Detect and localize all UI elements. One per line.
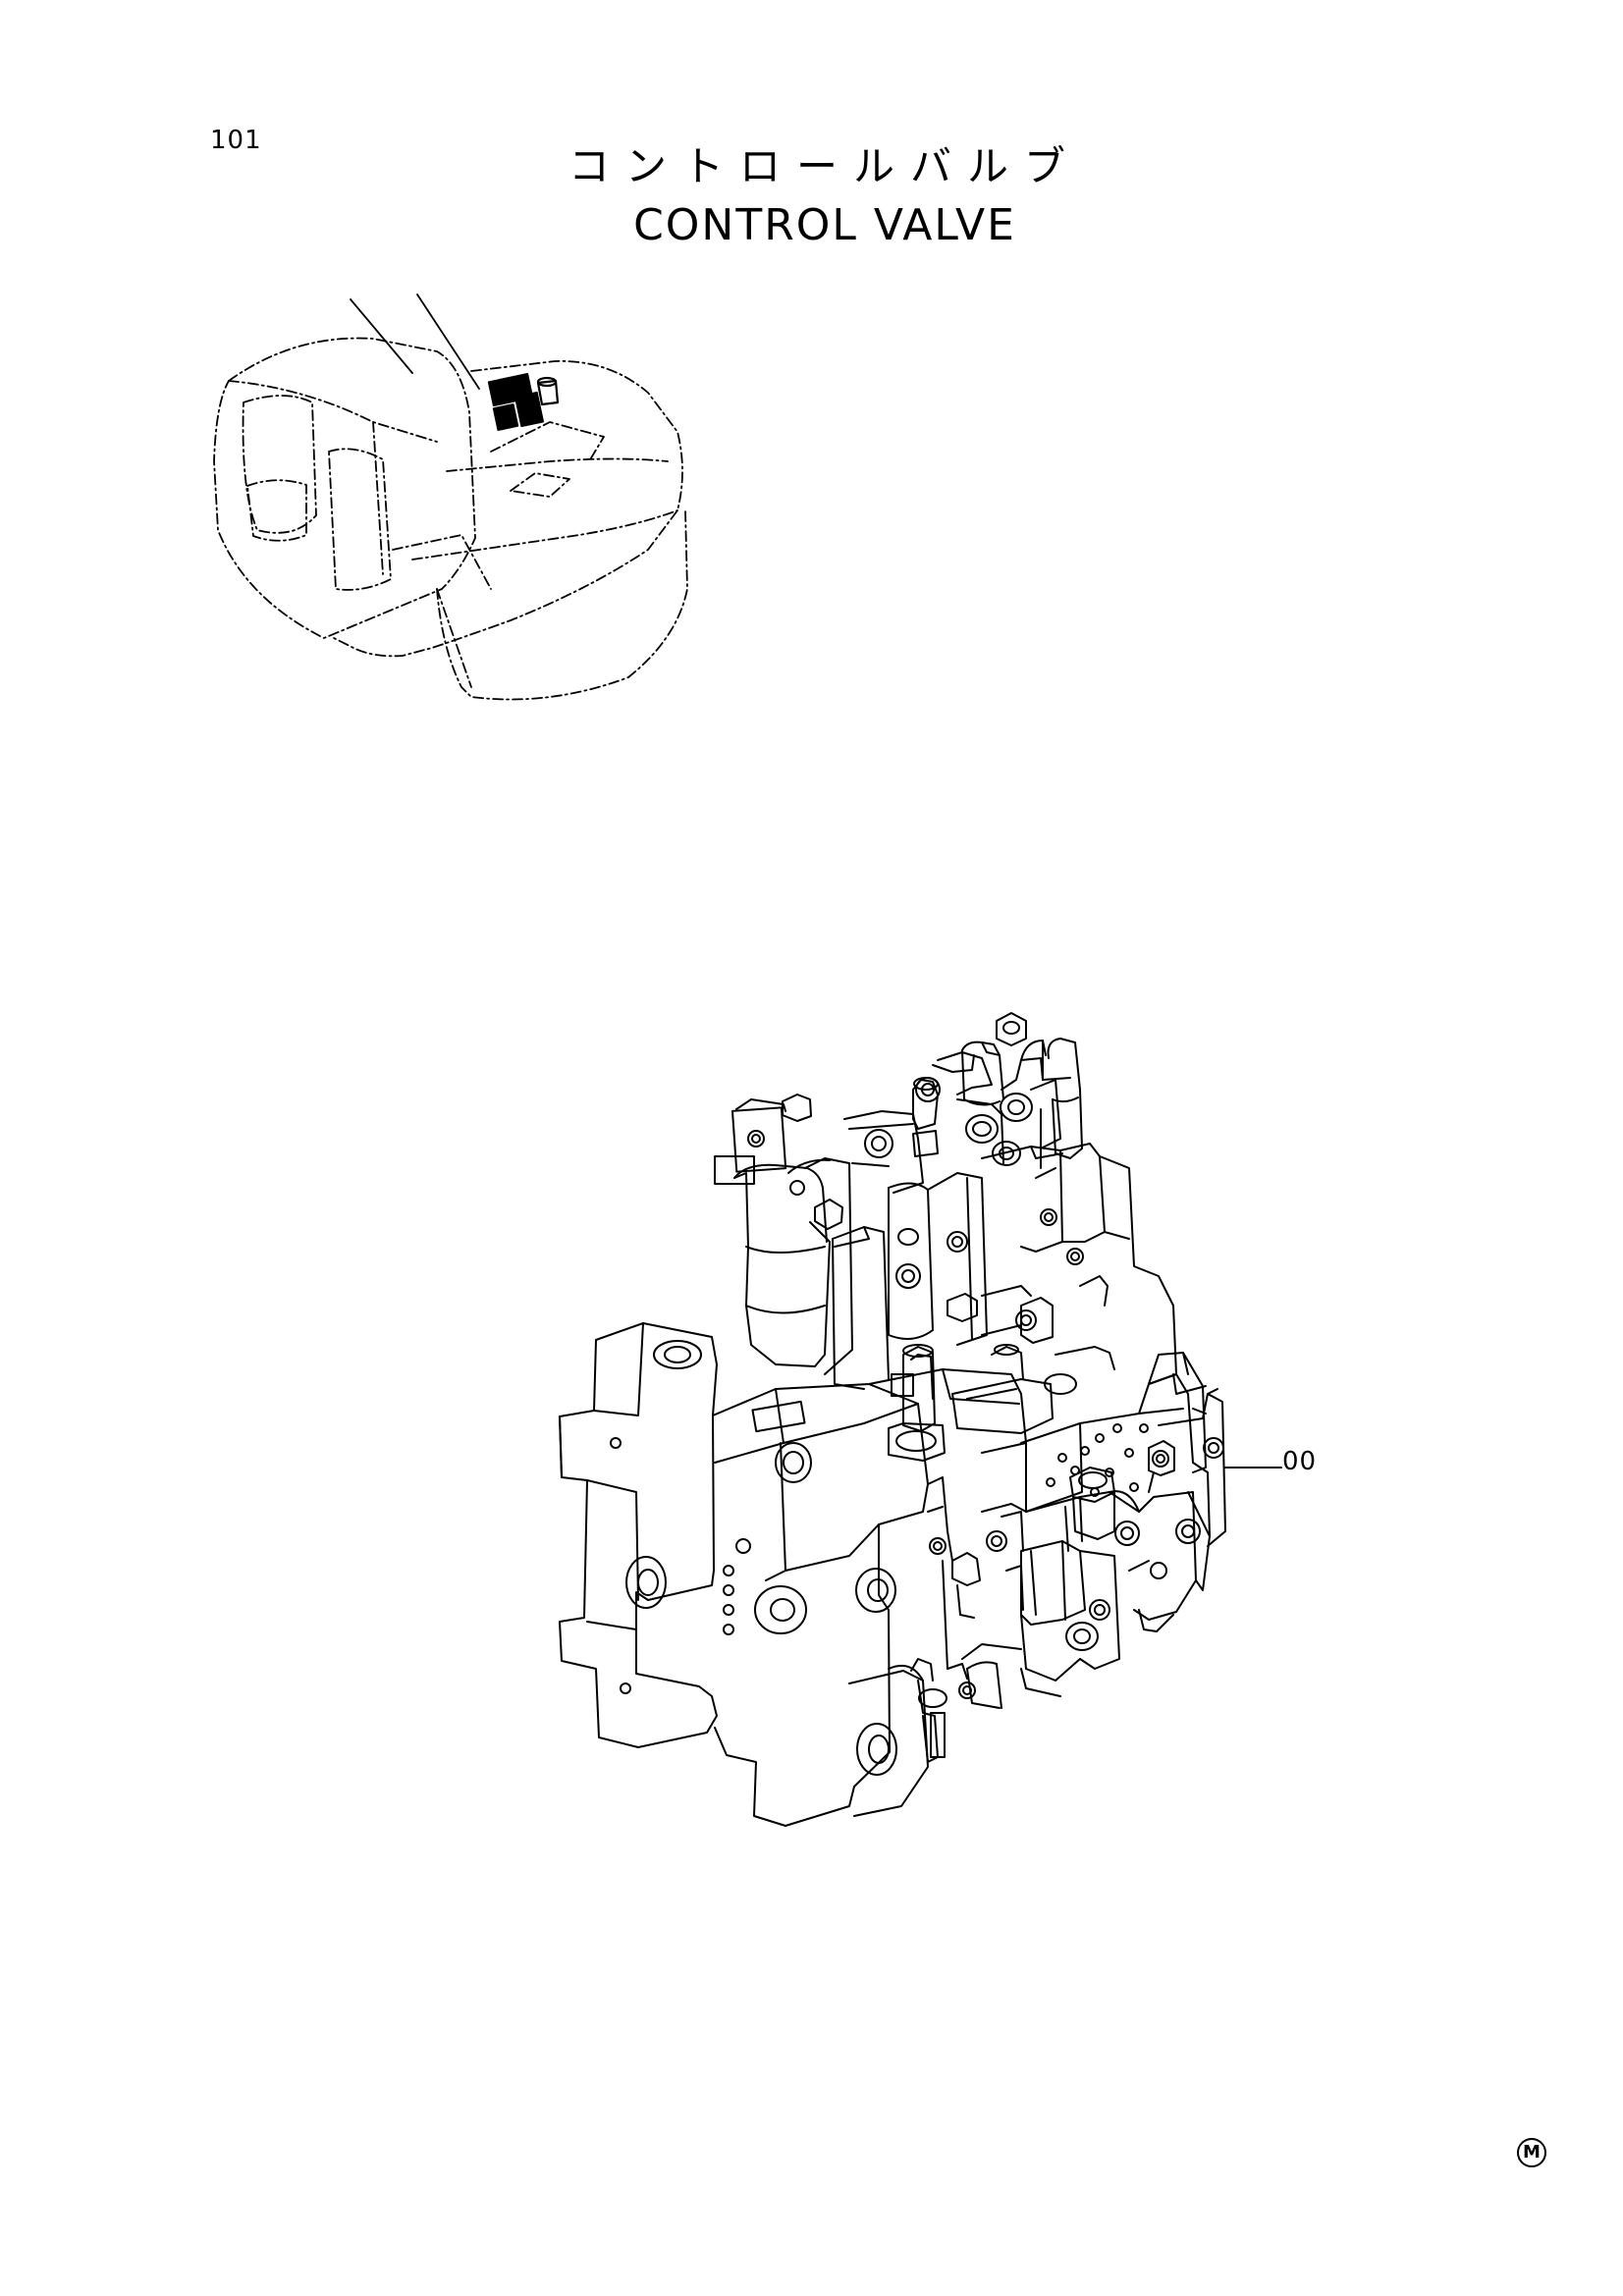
footer-mark-icon: M <box>1517 2138 1546 2167</box>
title-japanese: コントロールバルブ <box>568 142 1081 190</box>
title-block: コントロールバルブ CONTROL VALVE <box>550 137 1100 255</box>
excavator-locator-view <box>213 294 688 701</box>
locator-valve-highlight <box>487 373 560 431</box>
page-number: 101 <box>210 126 262 155</box>
control-valve-illustration <box>559 1012 1226 1827</box>
callout-label: 00 <box>1282 1447 1318 1476</box>
title-english: CONTROL VALVE <box>633 200 1016 250</box>
